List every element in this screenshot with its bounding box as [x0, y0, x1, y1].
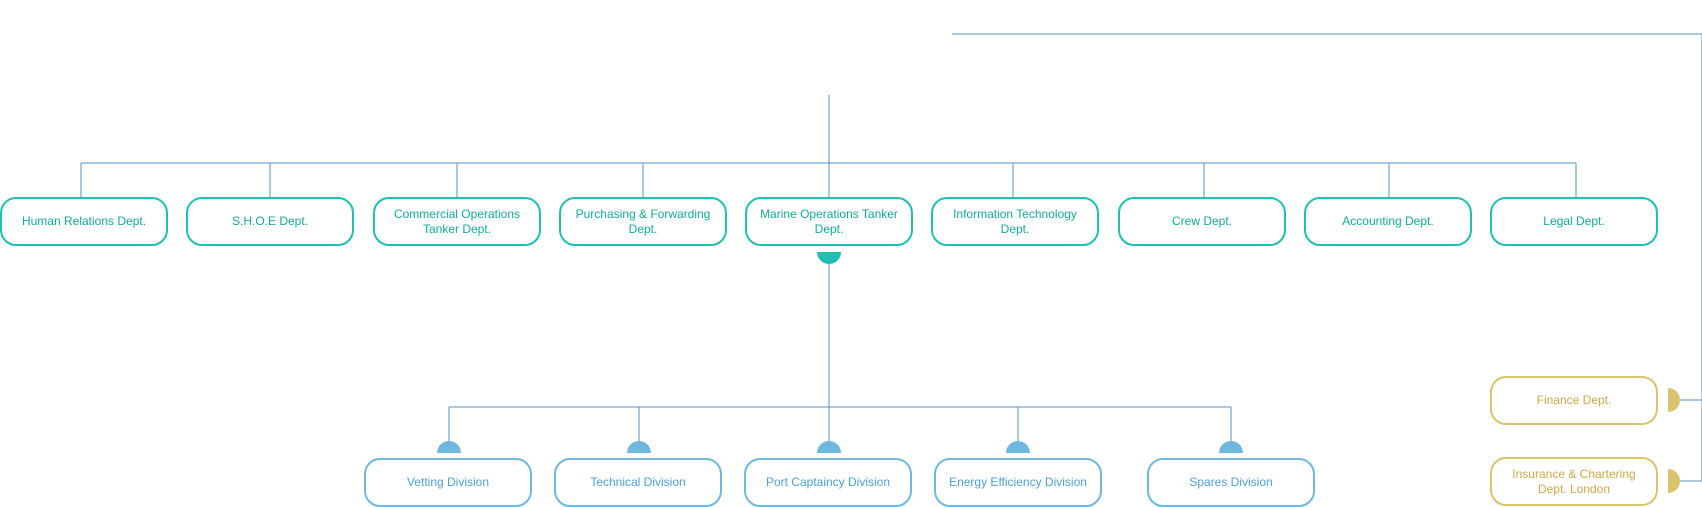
finance-label: Insurance & Chartering Dept. London: [1512, 466, 1636, 496]
division-energy-efficiency[interactable]: Energy Efficiency Division: [934, 458, 1102, 507]
dept-finance[interactable]: Finance Dept.: [1490, 376, 1658, 425]
dept-legal[interactable]: Legal Dept.: [1490, 197, 1658, 246]
finance-label: Finance Dept.: [1536, 393, 1612, 407]
connector-dept-drops: [80, 163, 1577, 197]
dept-label: Accounting Dept.: [1342, 214, 1434, 228]
dept-label: Purchasing & Forwarding Dept.: [575, 206, 711, 236]
division-label: Technical Division: [590, 475, 686, 489]
dept-marine-operations-tanker[interactable]: Marine Operations Tanker Dept.: [745, 197, 913, 246]
dept-purchasing-forwarding[interactable]: Purchasing & Forwarding Dept.: [559, 197, 727, 246]
dept-insurance-chartering-london[interactable]: Insurance & Chartering Dept. London: [1490, 457, 1658, 506]
dept-label: Crew Dept.: [1171, 214, 1233, 228]
dept-label: Information Technology Dept.: [953, 206, 1077, 236]
dept-shoe[interactable]: S.H.O.E Dept.: [186, 197, 354, 246]
division-spares[interactable]: Spares Division: [1147, 458, 1315, 507]
dept-label: Legal Dept.: [1543, 214, 1605, 228]
dept-crew[interactable]: Crew Dept.: [1118, 197, 1286, 246]
division-markers: [437, 441, 1243, 453]
division-label: Energy Efficiency Division: [949, 475, 1087, 489]
dept-human-relations[interactable]: Human Relations Dept.: [0, 197, 168, 246]
dept-label: Commercial Operations Tanker Dept.: [393, 206, 521, 236]
division-label: Port Captaincy Division: [765, 475, 891, 489]
dept-accounting[interactable]: Accounting Dept.: [1304, 197, 1472, 246]
division-technical[interactable]: Technical Division: [554, 458, 722, 507]
connector-division-drops: [448, 407, 1232, 441]
finance-markers: [1668, 388, 1680, 493]
dept-label: S.H.O.E Dept.: [231, 214, 309, 228]
dept-label: Human Relations Dept.: [21, 214, 147, 228]
dept-information-technology[interactable]: Information Technology Dept.: [931, 197, 1099, 246]
dept-label: Marine Operations Tanker Dept.: [760, 206, 898, 236]
division-label: Vetting Division: [406, 475, 490, 489]
marine-ops-marker: [817, 252, 841, 264]
division-label: Spares Division: [1189, 475, 1273, 489]
division-port-captaincy[interactable]: Port Captaincy Division: [744, 458, 912, 507]
division-vetting[interactable]: Vetting Division: [364, 458, 532, 507]
connector-top-right: [952, 33, 1702, 482]
dept-commercial-operations-tanker[interactable]: Commercial Operations Tanker Dept.: [373, 197, 541, 246]
